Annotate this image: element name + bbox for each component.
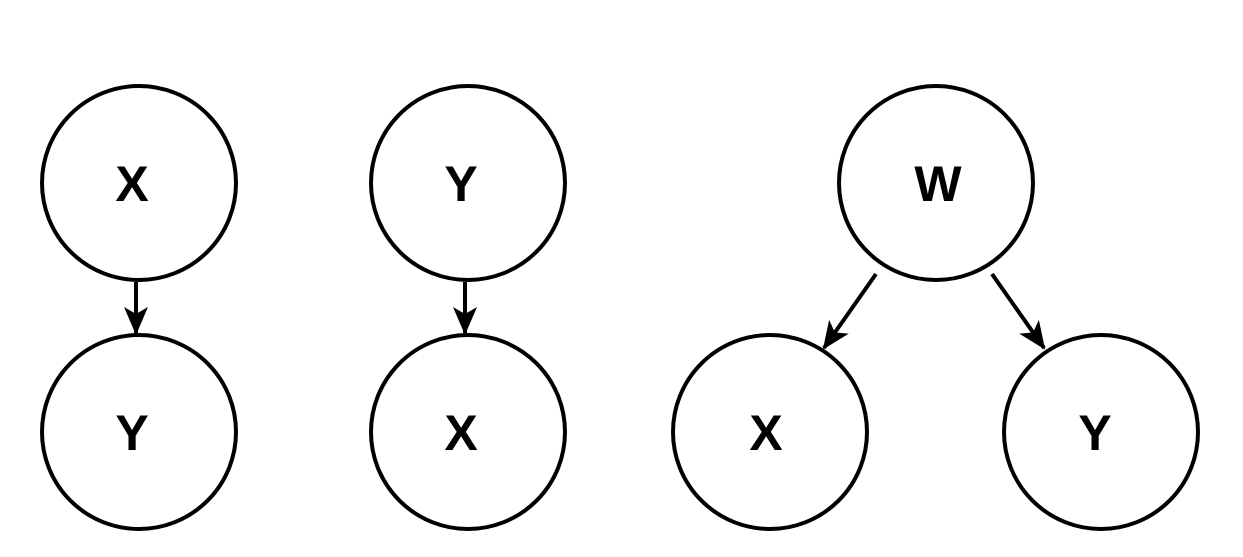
node-label: X: [115, 156, 148, 212]
node-label: X: [749, 405, 782, 461]
node-label: Y: [1078, 405, 1111, 461]
node-x: [671, 333, 869, 531]
edge-arrow: [822, 272, 878, 350]
node-label: Y: [444, 156, 477, 212]
node-y: [369, 84, 567, 282]
node-label: X: [444, 405, 477, 461]
node-label: Y: [115, 405, 148, 461]
node-w: [837, 84, 1035, 282]
node-y: [1002, 333, 1200, 531]
node-y: [40, 333, 238, 531]
node-label: W: [914, 156, 962, 212]
edge-arrow: [990, 272, 1046, 350]
node-x: [40, 84, 238, 282]
node-x: [369, 333, 567, 531]
